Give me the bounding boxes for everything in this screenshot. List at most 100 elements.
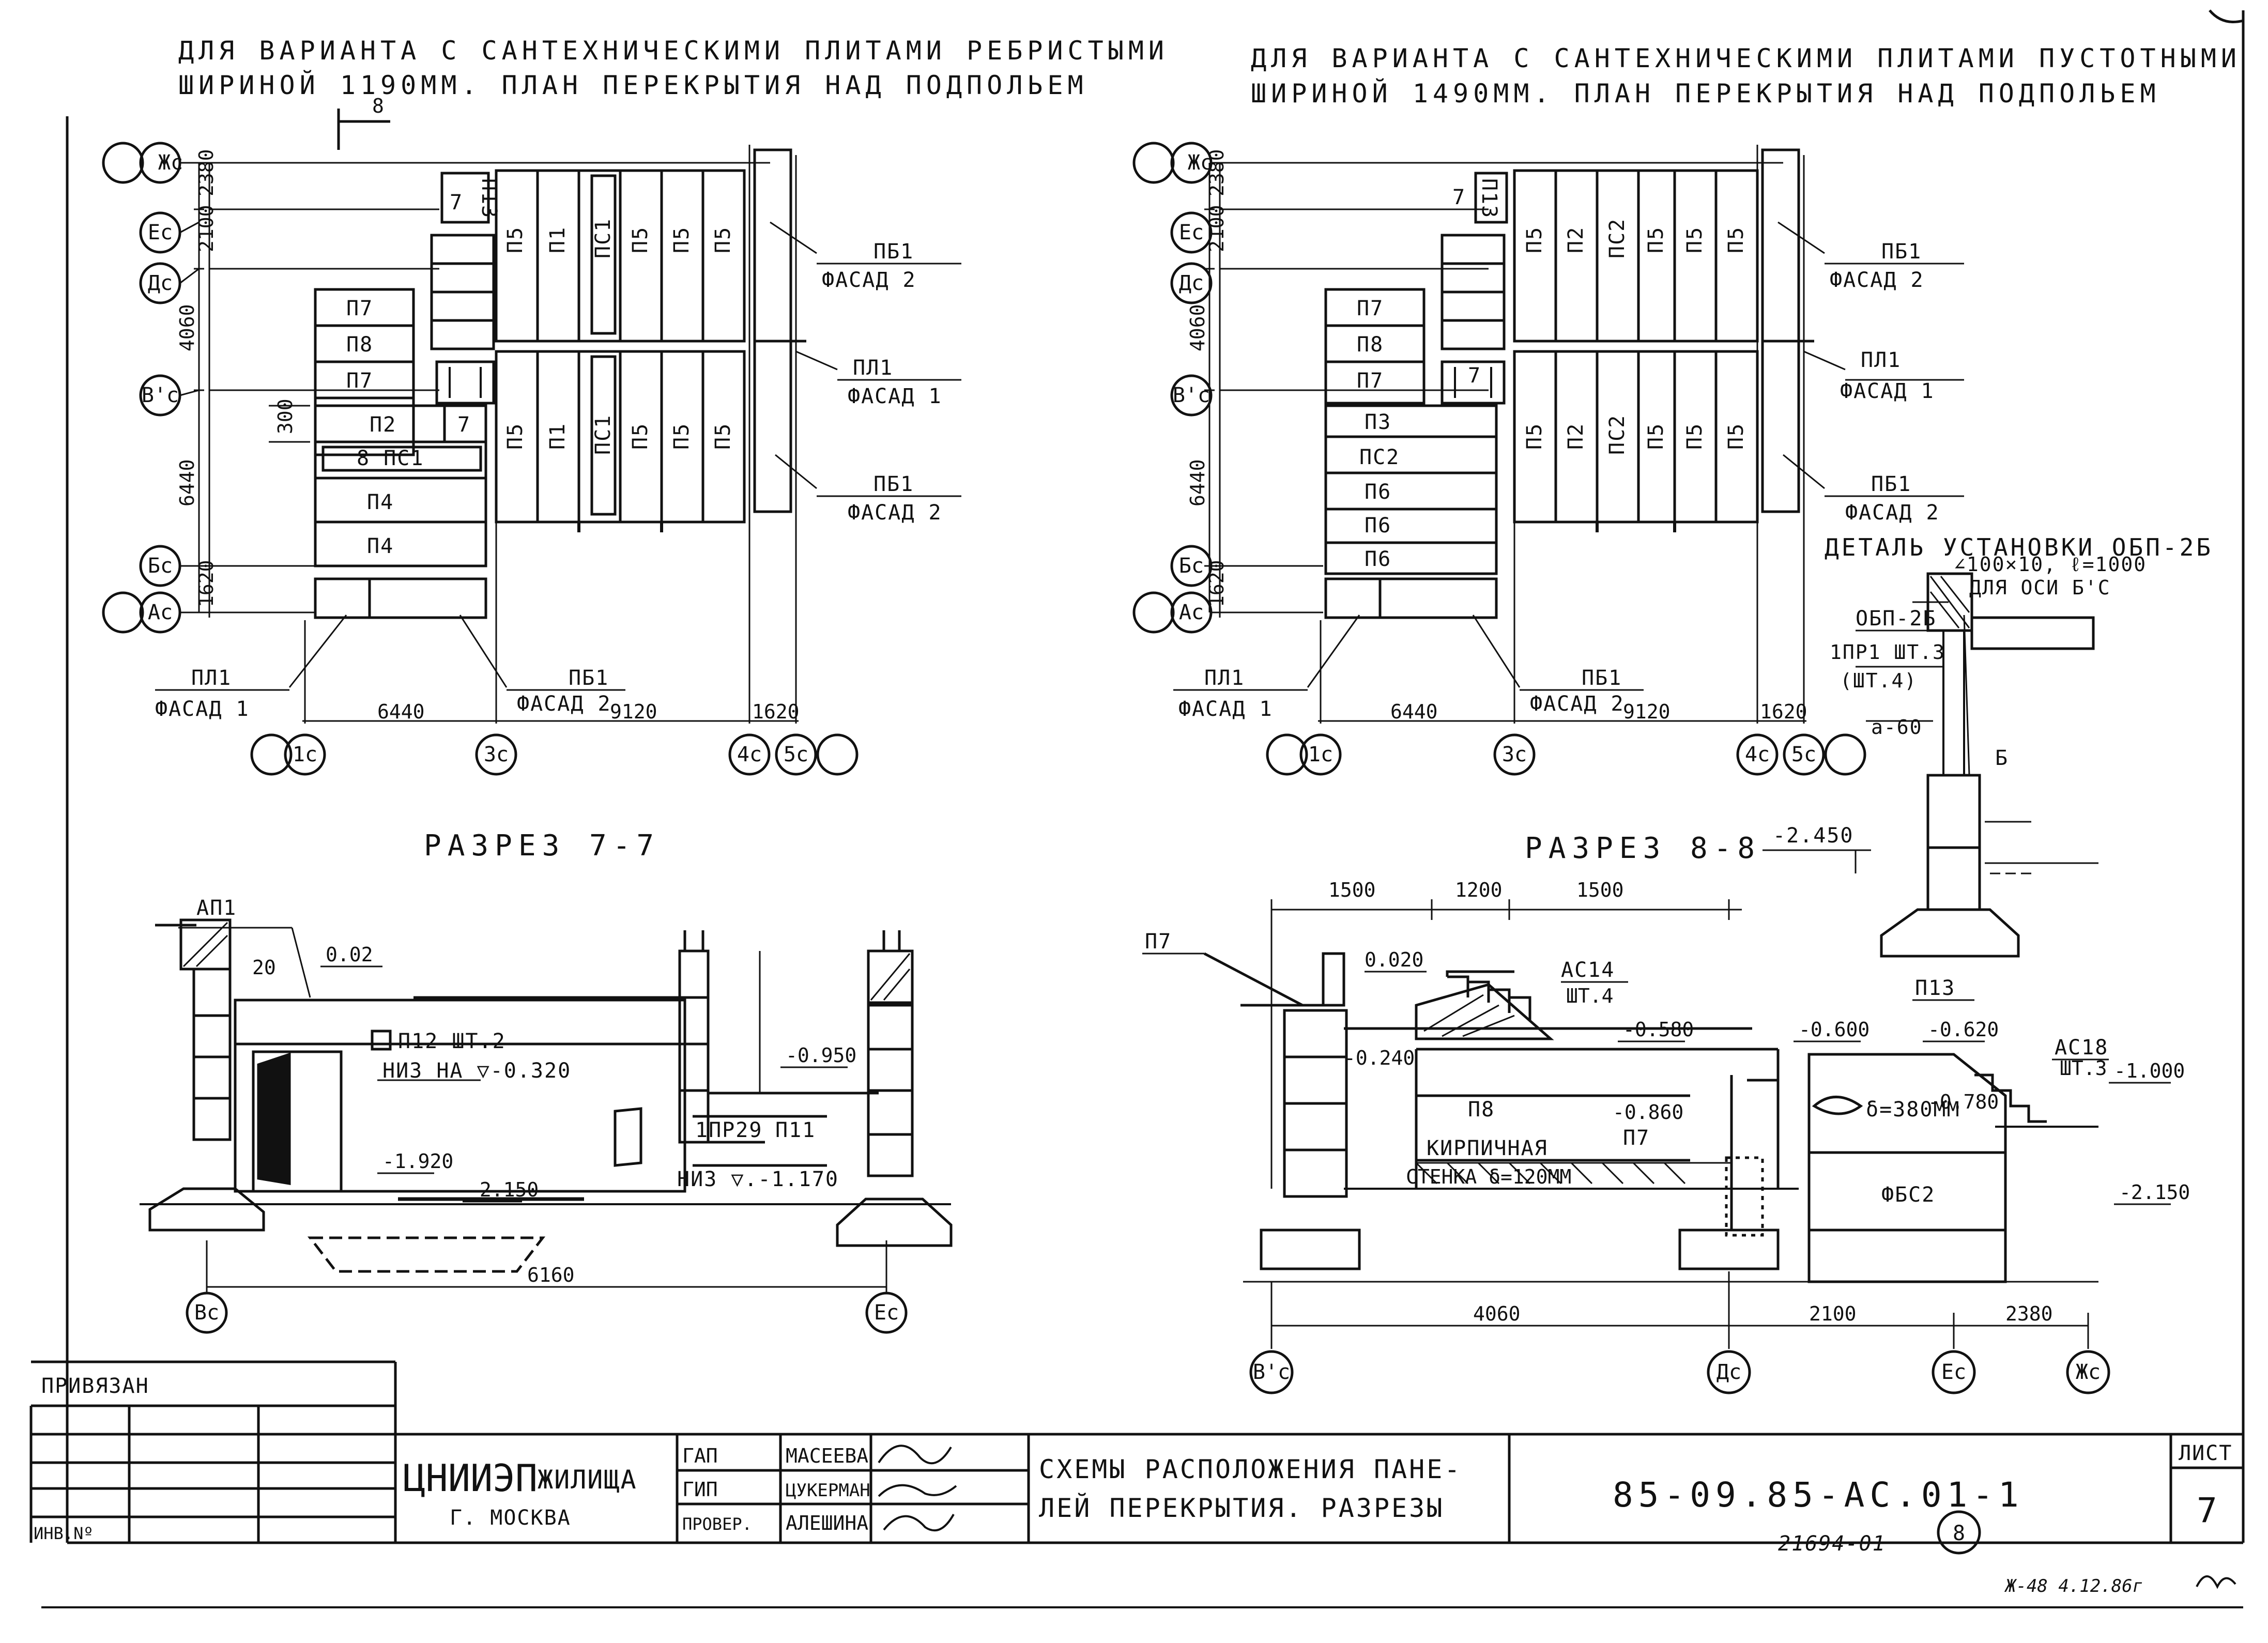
callout-mark: ПБ1 bbox=[874, 240, 914, 264]
panel-mark: П5 bbox=[670, 226, 694, 253]
role-label: ГАП bbox=[682, 1445, 718, 1467]
detail-b: Б bbox=[1995, 746, 2009, 770]
section-7-7-labels: АП1 20 0.02 П12 ШТ.2 НИЗ НА ▽-0.320 -0.9… bbox=[194, 896, 899, 1325]
panel-mark: ПС1 bbox=[591, 414, 615, 455]
plan-left: 8 bbox=[102, 95, 961, 776]
row-axis-label: Ес bbox=[1179, 221, 1204, 244]
callout-mark: ПБ1 bbox=[1871, 472, 1911, 496]
panel-mark: П4 bbox=[367, 490, 394, 514]
dim-top: 1500 bbox=[1328, 879, 1376, 901]
axis-label: Вс bbox=[194, 1301, 219, 1325]
handwritten-note: Ж-48 4.12.86г bbox=[2004, 1576, 2143, 1596]
row-axis-label: Ас bbox=[148, 601, 173, 624]
col-axis-label: 3с bbox=[484, 743, 509, 766]
level-0950: -0.950 bbox=[786, 1044, 856, 1067]
level-0580: -0.580 bbox=[1623, 1018, 1694, 1041]
person-name: МАСЕЕВА bbox=[786, 1445, 868, 1467]
panel-mark: ПС2 bbox=[1359, 446, 1400, 469]
label-fbs: ФБС2 bbox=[1881, 1183, 1935, 1207]
col-axis-label: 4с bbox=[1745, 743, 1770, 766]
label-p12: П12 ШТ.2 bbox=[398, 1030, 506, 1053]
label-p11: П11 bbox=[775, 1118, 816, 1142]
col-axis-label: 5с bbox=[1791, 743, 1816, 766]
axis-label: Жс bbox=[2076, 1360, 2101, 1384]
row-axis-label: Ес bbox=[148, 221, 173, 244]
callout-note: ФАСАД 2 bbox=[1830, 268, 1924, 292]
label-p7b: П7 bbox=[1623, 1126, 1650, 1150]
stair-mark: 7 bbox=[450, 191, 463, 214]
panel-mark: П7 bbox=[1357, 369, 1384, 393]
section-8-8 bbox=[1142, 899, 2171, 1394]
section-7-7 bbox=[140, 918, 953, 1334]
panel-mark: П5 bbox=[1683, 423, 1707, 450]
panel-mark: П5 bbox=[1644, 226, 1668, 253]
row-axis-label: Жс bbox=[158, 151, 183, 175]
panel-mark: П6 bbox=[1365, 480, 1391, 504]
label-p13: П13 bbox=[1915, 976, 1955, 1000]
callout-mark: ПЛ1 bbox=[1861, 348, 1901, 372]
panel-mark: П7 bbox=[346, 369, 373, 393]
level-1920: -1.920 bbox=[382, 1150, 453, 1173]
row-axis-label: Жс bbox=[1188, 151, 1213, 175]
stair-mark: 7 bbox=[1452, 186, 1466, 209]
person-name: АЛЕШИНА bbox=[786, 1512, 868, 1534]
footer bbox=[1937, 1510, 2236, 1589]
label-ac18: АС18 bbox=[2055, 1036, 2108, 1059]
dim-top: 1500 bbox=[1576, 879, 1624, 901]
detail-axis-note: ДЛЯ ОСИ Б'С bbox=[1969, 576, 2111, 599]
heading-right-line1: ДЛЯ ВАРИАНТА С САНТЕХНИЧЕСКИМИ ПЛИТАМИ П… bbox=[1251, 43, 2241, 73]
row-axis-label: Дс bbox=[1179, 271, 1204, 295]
level-2150: -2.150 bbox=[2119, 1181, 2190, 1204]
drawing-code: 85-09.85-АС.01-1 bbox=[1613, 1475, 2024, 1515]
dim-bottom: 2100 bbox=[1809, 1302, 1857, 1325]
panel-mark: П2 bbox=[1564, 423, 1588, 450]
row-dim: 2100 bbox=[1205, 205, 1228, 252]
plan-right-labels: Жс Ес Дс В'с Бс Ас 1с 3с 4с 5с 2380 2100… bbox=[1173, 149, 1939, 766]
title-block-labels: ПРИВЯЗАН ИНВ.Nº ЦНИИЭП ЖИЛИЩА Г. МОСКВА … bbox=[34, 1374, 2231, 1543]
callout-note: ФАСАД 1 bbox=[1178, 697, 1273, 721]
level-0860: -0.860 bbox=[1613, 1101, 1683, 1124]
cut-mark: 8 bbox=[372, 95, 384, 117]
heading-left-line2: ШИРИНОЙ 1190ММ. ПЛАН ПЕРЕКРЫТИЯ НАД ПОДП… bbox=[178, 70, 1088, 100]
detail-obp-mark: ОБП-2Б bbox=[1856, 607, 1937, 631]
detail-pr: 1ПР1 ШТ.3 bbox=[1830, 641, 1945, 664]
detail-pr-alt: (ШТ.4) bbox=[1840, 669, 1917, 692]
level-002: 0.02 bbox=[326, 943, 373, 966]
panel-mark: П5 bbox=[503, 423, 527, 450]
panel-mark: П13 bbox=[1477, 178, 1501, 219]
panel-mark: П5 bbox=[1724, 226, 1748, 253]
section-8-8-title: РАЗРЕЗ 8-8 bbox=[1525, 832, 1755, 865]
col-axis-label: 1с bbox=[293, 743, 317, 766]
callout-mark: ПБ1 bbox=[1881, 240, 1922, 264]
detail-obp bbox=[1763, 572, 2098, 958]
panel-mark: 8 ПС1 bbox=[357, 447, 424, 470]
row-dim: 2100 bbox=[195, 205, 218, 252]
detail-level: -2.450 bbox=[1773, 824, 1854, 848]
callout-note: ФАСАД 2 bbox=[848, 501, 942, 525]
dim-300: 300 bbox=[274, 398, 297, 434]
panel-mark: П1 bbox=[546, 423, 570, 450]
row-dim: 1620 bbox=[195, 560, 218, 607]
org-name: ЦНИИЭП bbox=[403, 1456, 538, 1500]
panel-mark: ПС1 bbox=[591, 218, 615, 258]
panel-mark: 7 bbox=[457, 413, 471, 437]
role-label: ГИП bbox=[682, 1478, 718, 1501]
panel-mark: ПС2 bbox=[1605, 218, 1629, 258]
row-axis-label: В'с bbox=[142, 383, 179, 407]
callout-mark: ПБ1 bbox=[874, 472, 914, 496]
dim-top: 1200 bbox=[1455, 879, 1503, 901]
row-dim: 2380 bbox=[1205, 149, 1228, 196]
callout-note: ФАСАД 2 bbox=[822, 268, 916, 292]
row-axis-label: В'с bbox=[1173, 383, 1210, 407]
dim-6160: 6160 bbox=[527, 1264, 575, 1286]
org-name-suffix: ЖИЛИЩА bbox=[538, 1465, 637, 1495]
callout-note: ФАСАД 1 bbox=[155, 697, 250, 721]
sheet-frame bbox=[41, 9, 2245, 1608]
panel-mark: П4 bbox=[367, 534, 394, 558]
row-dim: 2380 bbox=[195, 149, 218, 196]
panel-mark: П5 bbox=[711, 226, 735, 253]
inv-label: ИНВ.Nº bbox=[34, 1524, 94, 1543]
label-20: 20 bbox=[252, 956, 276, 979]
panel-mark: П5 bbox=[1523, 226, 1546, 253]
sheet-title-line2: ЛЕЙ ПЕРЕКРЫТИЯ. РАЗРЕЗЫ bbox=[1039, 1493, 1444, 1523]
